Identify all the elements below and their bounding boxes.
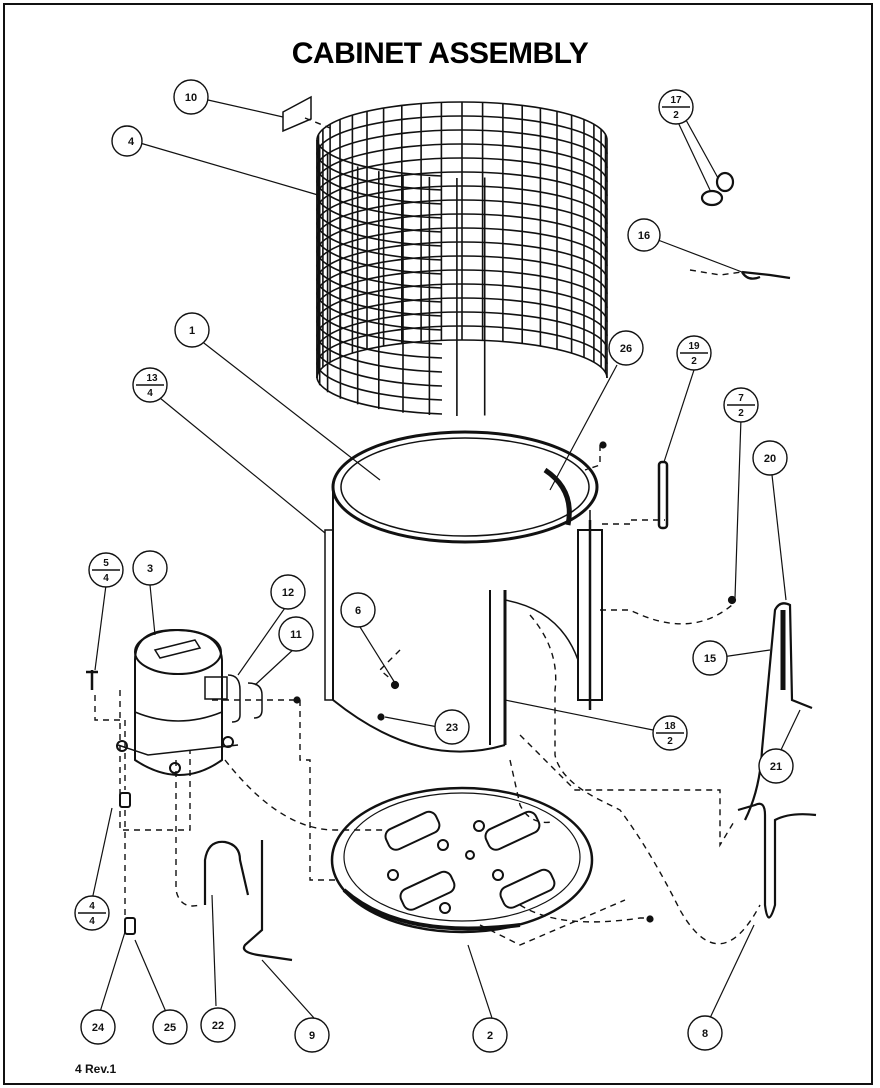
page-title: CABINET ASSEMBLY <box>292 37 589 70</box>
fraction-4-4-den: 4 <box>89 916 95 927</box>
callout-15: 15 <box>692 640 728 676</box>
callout-1-label: 1 <box>189 325 195 337</box>
fraction-4-4-num: 4 <box>89 901 95 912</box>
fraction-19-2: 19 2 <box>676 335 712 371</box>
callout-8: 8 <box>687 1015 723 1051</box>
callout-2-label: 2 <box>487 1030 493 1042</box>
callout-10-label: 10 <box>185 92 197 104</box>
wire-grille <box>316 101 608 416</box>
callout-23: 23 <box>434 709 470 745</box>
fraction-18-2-num: 18 <box>664 721 676 732</box>
callout-4-top-label: 4 <box>128 136 135 148</box>
callout-25-label: 25 <box>164 1022 176 1034</box>
callout-6: 6 <box>340 592 376 628</box>
callout-24: 24 <box>80 1009 116 1045</box>
grille-ring <box>316 339 608 415</box>
callout-15-label: 15 <box>704 653 716 665</box>
leader-lines <box>91 99 801 1019</box>
revision-footer: 4 Rev.1 <box>75 1062 116 1076</box>
callout-4-top: 4 <box>111 125 143 157</box>
callout-9-label: 9 <box>309 1030 315 1042</box>
callouts: 10 4 16 1 26 20 3 12 11 6 15 23 21 24 25… <box>80 79 794 1053</box>
callout-3-label: 3 <box>147 563 153 575</box>
base-pan <box>330 786 594 934</box>
callout-21-label: 21 <box>770 761 782 773</box>
fraction-18-2-den: 2 <box>667 736 673 747</box>
callout-20: 20 <box>752 440 788 476</box>
callout-22: 22 <box>200 1007 236 1043</box>
fraction-callouts: 17 2 13 4 19 2 7 2 5 4 18 2 <box>74 89 759 931</box>
fraction-17-2-den: 2 <box>673 110 679 121</box>
fraction-18-2: 18 2 <box>652 715 688 751</box>
fraction-17-2-num: 17 <box>670 95 682 106</box>
callout-25: 25 <box>152 1009 188 1045</box>
callout-8-label: 8 <box>702 1028 708 1040</box>
callout-16: 16 <box>627 218 661 252</box>
callout-10: 10 <box>173 79 209 115</box>
callout-22-label: 22 <box>212 1020 224 1032</box>
callout-12: 12 <box>270 574 306 610</box>
callout-11: 11 <box>278 616 314 652</box>
fraction-4-4: 4 4 <box>74 895 110 931</box>
callout-12-label: 12 <box>282 587 294 599</box>
callout-21: 21 <box>758 748 794 784</box>
fraction-5-4-den: 4 <box>103 573 109 584</box>
callout-9: 9 <box>294 1017 330 1053</box>
fraction-17-2: 17 2 <box>658 89 694 125</box>
dashed-guide-lines <box>94 117 761 946</box>
fraction-13-4-den: 4 <box>147 388 153 399</box>
fraction-13-4: 13 4 <box>132 367 168 403</box>
callout-2: 2 <box>472 1017 508 1053</box>
fraction-7-2-den: 2 <box>738 408 744 419</box>
page-border <box>3 3 873 1085</box>
fraction-13-4-num: 13 <box>146 373 158 384</box>
cabinet-shroud <box>324 430 603 753</box>
fraction-7-2-num: 7 <box>738 393 744 404</box>
fraction-7-2: 7 2 <box>723 387 759 423</box>
fraction-5-4: 5 4 <box>88 552 124 588</box>
tubing-and-parts <box>86 95 817 962</box>
callout-6-label: 6 <box>355 605 361 617</box>
callout-3: 3 <box>132 550 168 586</box>
callout-11-label: 11 <box>290 629 302 641</box>
fraction-19-2-den: 2 <box>691 356 697 367</box>
callout-16-label: 16 <box>638 230 650 242</box>
callout-20-label: 20 <box>764 453 776 465</box>
callout-24-label: 24 <box>92 1022 105 1034</box>
callout-26-label: 26 <box>620 343 632 355</box>
callout-23-label: 23 <box>446 722 458 734</box>
fraction-19-2-num: 19 <box>688 341 700 352</box>
callout-26: 26 <box>608 330 644 366</box>
callout-1: 1 <box>174 312 210 348</box>
fraction-5-4-num: 5 <box>103 558 109 569</box>
